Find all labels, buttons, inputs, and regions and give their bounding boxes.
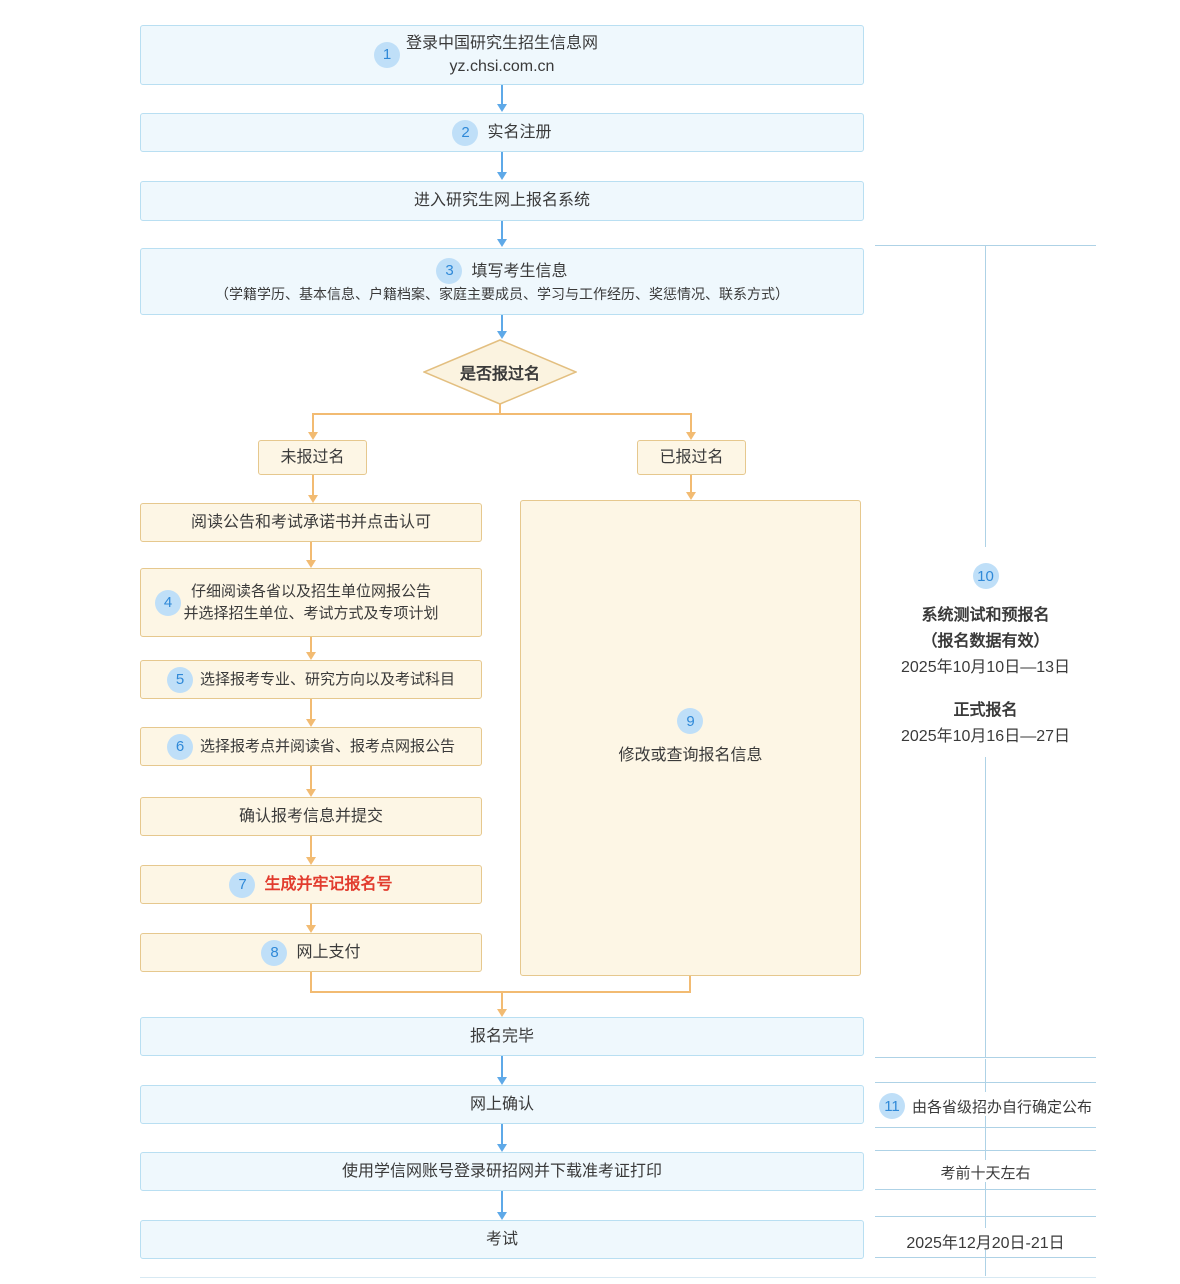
connector-line: [310, 972, 312, 993]
step-fill-info-box: 3 填写考生信息 （学籍学历、基本信息、户籍档案、家庭主要成员、学习与工作经历、…: [140, 248, 864, 315]
step-read-announcements-box: 4 仔细阅读各省以及招生单位网报公告 并选择招生单位、考试方式及专项计划: [140, 568, 482, 637]
sidebar-bracket-line: [875, 1057, 1096, 1058]
formal-registration-title: 正式报名: [953, 702, 1018, 719]
arrow-down-icon: [497, 152, 507, 180]
connector-line: [313, 413, 691, 415]
connector-line: [499, 404, 501, 414]
step1-url: yz.chsi.com.cn: [449, 58, 555, 75]
choose-site-label: 选择报考点并阅读省、报考点网报公告: [199, 737, 455, 755]
step-read-notice-box: 阅读公告和考试承诺书并点击认可: [140, 503, 482, 542]
read-announcements-line2: 并选择招生单位、考试方式及专项计划: [183, 604, 439, 622]
step-login-box: 1 登录中国研究生招生信息网 yz.chsi.com.cn: [140, 25, 864, 85]
pre-registration-date: 2025年10月10日—13日: [901, 659, 1070, 676]
sidebar-bracket-line: [875, 1150, 1096, 1151]
step-register-box: 2 实名注册: [140, 113, 864, 152]
step2-label: 实名注册: [487, 123, 552, 141]
arrow-down-icon: [497, 1191, 507, 1220]
remember-number-label: 生成并牢记报名号: [264, 875, 393, 893]
pre-registration-subtitle: （报名数据有效）: [921, 633, 1050, 650]
print-time-label: 考前十天左右: [940, 1165, 1031, 1182]
step-5-badge: 5: [166, 666, 193, 693]
arrow-down-icon: [497, 221, 507, 247]
branch-yes-label: 已报过名: [659, 448, 724, 466]
print-ticket-label: 使用学信网账号登录研招网并下载准考证打印: [341, 1162, 662, 1180]
step-exam-box: 考试: [140, 1220, 864, 1259]
exam-date-label: 2025年12月20日-21日: [906, 1235, 1065, 1252]
step-pay-online-box: 8 网上支付: [140, 933, 482, 972]
step-4-badge: 4: [155, 589, 181, 616]
arrow-down-icon: [306, 542, 316, 568]
sidebar-bracket-line: [985, 757, 986, 1057]
read-notice-label: 阅读公告和考试承诺书并点击认可: [190, 513, 431, 531]
note-11-badge: 11: [878, 1093, 905, 1119]
arrow-down-icon: [497, 991, 507, 1017]
sidebar-note-registration-dates: 10 系统测试和预报名 （报名数据有效） 2025年10月10日—13日 正式报…: [875, 563, 1096, 750]
sidebar-note-confirm: 11 由各省级招办自行确定公布: [875, 1093, 1096, 1119]
arrow-down-icon: [306, 836, 316, 865]
pay-online-label: 网上支付: [296, 943, 361, 961]
arrow-down-icon: [306, 766, 316, 797]
sidebar-bracket-line: [985, 245, 986, 547]
step4-title: 填写考生信息: [471, 262, 568, 280]
step-8-badge: 8: [261, 939, 288, 966]
branch-registered-box: 已报过名: [637, 440, 746, 475]
step1-badge: 1: [374, 42, 400, 68]
step-enter-system-box: 进入研究生网上报名系统: [140, 181, 864, 221]
branch-not-registered-box: 未报过名: [258, 440, 367, 475]
step-modify-query-box: 9 修改或查询报名信息: [520, 500, 861, 976]
step1-title: 登录中国研究生招生信息网: [405, 34, 598, 52]
arrow-down-icon: [497, 85, 507, 112]
arrow-down-icon: [306, 637, 316, 660]
arrow-down-icon: [308, 475, 318, 503]
step2-badge: 2: [452, 119, 479, 146]
online-confirm-label: 网上确认: [469, 1095, 534, 1113]
page-cutoff-line: [140, 1277, 1096, 1278]
connector-line: [689, 976, 691, 993]
read-announcements-line1: 仔细阅读各省以及招生单位网报公告: [190, 582, 431, 600]
step-7-badge: 7: [229, 871, 256, 898]
step-print-ticket-box: 使用学信网账号登录研招网并下载准考证打印: [140, 1152, 864, 1191]
branch-no-label: 未报过名: [280, 448, 345, 466]
sidebar-bracket-line: [985, 1059, 986, 1092]
connector-line: [310, 991, 691, 993]
pre-registration-title: 系统测试和预报名: [921, 607, 1050, 624]
step-confirm-submit-box: 确认报考信息并提交: [140, 797, 482, 836]
arrow-down-icon: [306, 699, 316, 727]
decision-label: 是否报过名: [459, 366, 540, 383]
step4-badge: 3: [436, 258, 463, 285]
step-online-confirm-box: 网上确认: [140, 1085, 864, 1124]
step3-label: 进入研究生网上报名系统: [413, 192, 590, 210]
arrow-down-icon: [686, 413, 696, 440]
arrow-down-icon: [306, 904, 316, 933]
note-10-badge: 10: [972, 563, 999, 589]
formal-registration-date: 2025年10月16日—27日: [901, 728, 1070, 745]
arrow-down-icon: [497, 315, 507, 339]
confirm-submit-label: 确认报考信息并提交: [238, 807, 383, 825]
arrow-down-icon: [497, 1056, 507, 1085]
exam-label: 考试: [485, 1230, 518, 1248]
step-done-box: 报名完毕: [140, 1017, 864, 1056]
sidebar-bracket-line: [985, 1182, 986, 1228]
confirm-note-label: 由各省级招办自行确定公布: [911, 1098, 1092, 1116]
sidebar-bracket-line: [985, 1116, 986, 1160]
step-choose-site-box: 6 选择报考点并阅读省、报考点网报公告: [140, 727, 482, 766]
step-choose-major-box: 5 选择报考专业、研究方向以及考试科目: [140, 660, 482, 699]
done-label: 报名完毕: [469, 1027, 534, 1045]
arrow-down-icon: [497, 1124, 507, 1152]
step-remember-number-box: 7 生成并牢记报名号: [140, 865, 482, 904]
step4-detail: （学籍学历、基本信息、户籍档案、家庭主要成员、学习与工作经历、奖惩情况、联系方式…: [215, 286, 789, 303]
step-9-badge: 9: [677, 708, 704, 735]
choose-major-label: 选择报考专业、研究方向以及考试科目: [199, 670, 455, 688]
sidebar-bracket-line: [875, 1216, 1096, 1217]
sidebar-note-exam-date: 2025年12月20日-21日: [875, 1229, 1096, 1253]
step-6-badge: 6: [166, 733, 193, 760]
arrow-down-icon: [686, 475, 696, 500]
sidebar-note-print-time: 考前十天左右: [875, 1162, 1096, 1183]
modify-query-label: 修改或查询报名信息: [618, 747, 763, 765]
arrow-down-icon: [308, 413, 318, 440]
sidebar-bracket-line: [985, 1250, 986, 1276]
